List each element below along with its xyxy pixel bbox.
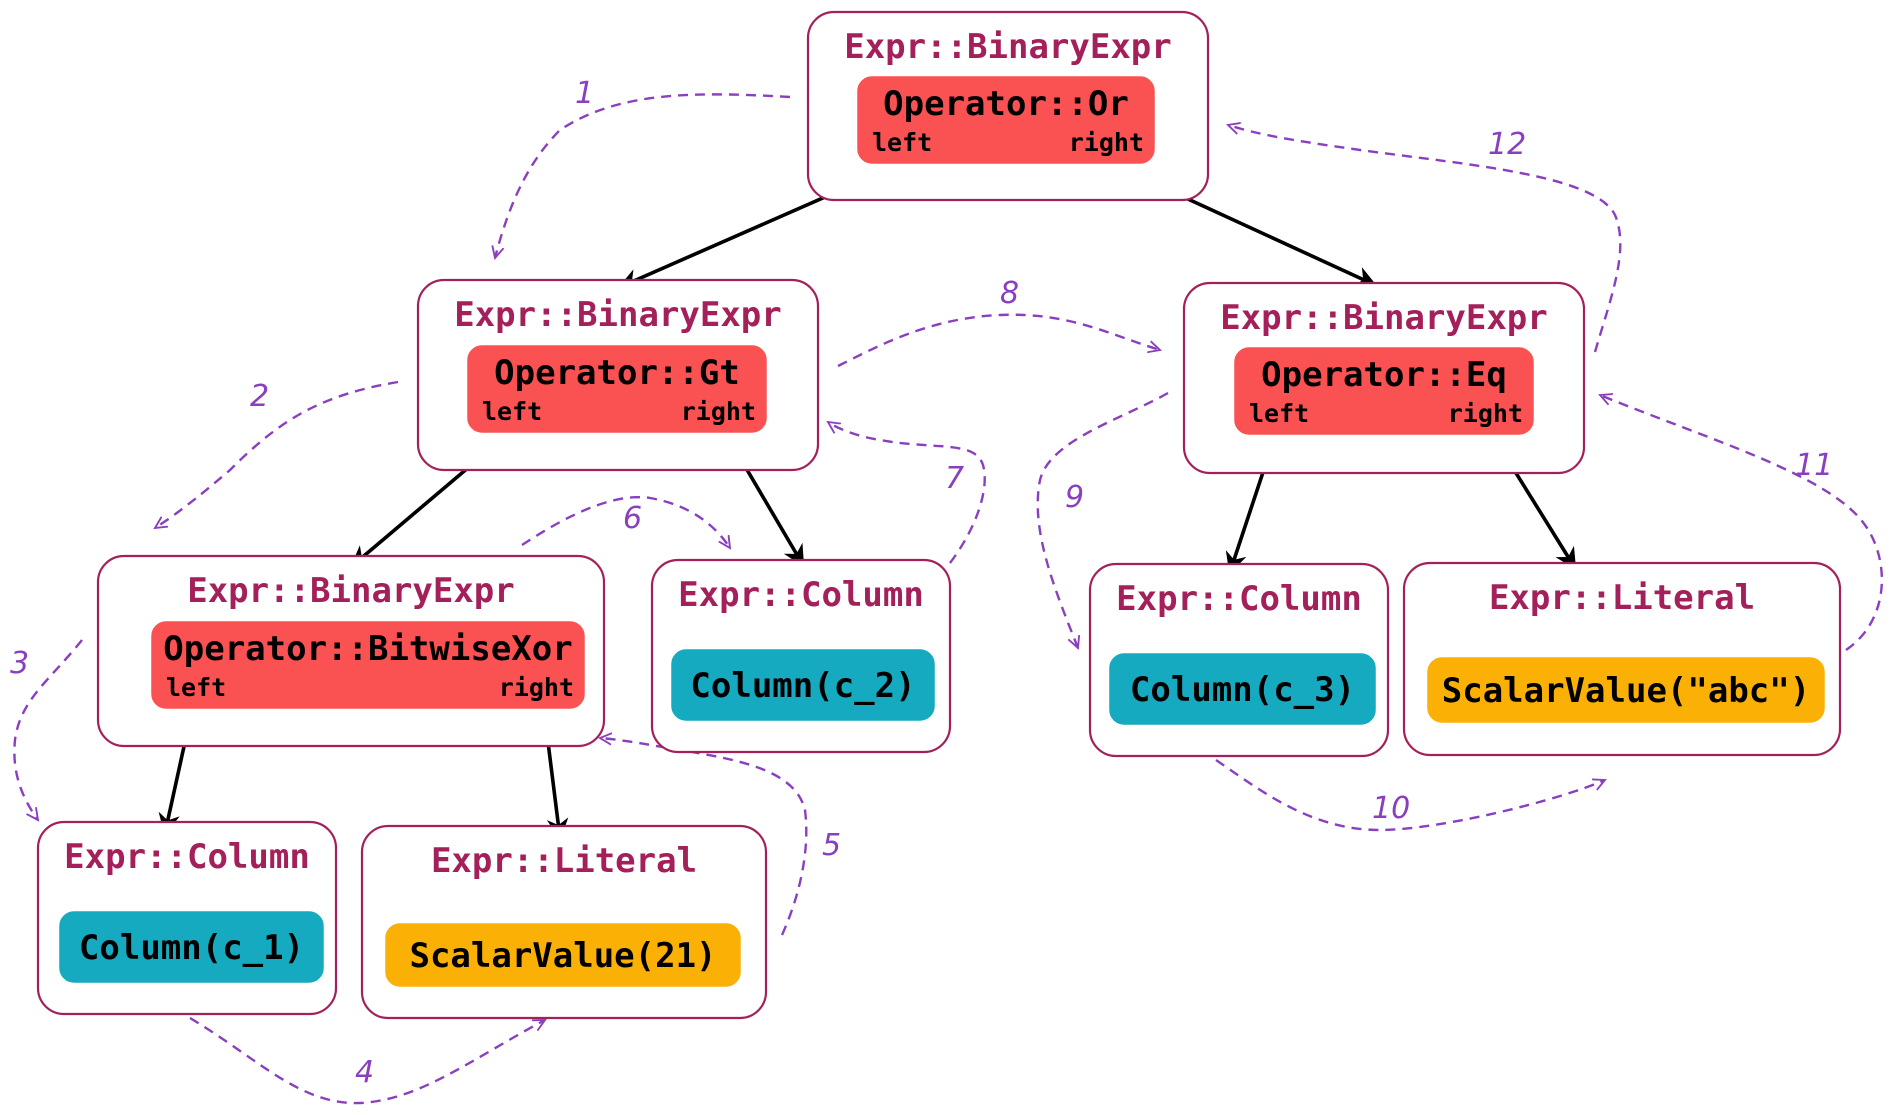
traversal-arrow-7 <box>828 422 986 564</box>
column-chip <box>59 911 324 983</box>
right-port-label: right <box>1448 399 1523 428</box>
column-value: Column(c_3) <box>1130 670 1355 710</box>
operator-label: Operator::Eq <box>1261 355 1507 395</box>
node-title: Expr::BinaryExpr <box>1220 298 1548 338</box>
operator-chip <box>1234 347 1534 435</box>
node-title: Expr::BinaryExpr <box>844 27 1172 67</box>
literal-chip <box>1427 657 1825 723</box>
node-title: Expr::BinaryExpr <box>187 571 515 611</box>
operator-label: Operator::Or <box>883 84 1129 124</box>
node-title: Expr::Literal <box>431 841 697 881</box>
right-port-label: right <box>499 673 574 702</box>
right-port-label: right <box>681 397 756 426</box>
node-title: Expr::Literal <box>1489 578 1755 618</box>
operator-chip <box>857 76 1155 164</box>
traversal-arrow-5 <box>600 738 808 936</box>
step-label-4: 4 <box>355 1055 374 1090</box>
step-label-9: 9 <box>1065 480 1084 515</box>
step-label-5: 5 <box>822 828 841 863</box>
left-port-label: left <box>482 397 542 426</box>
node-title: Expr::Column <box>1116 579 1362 619</box>
left-port-label: left <box>166 673 226 702</box>
step-label-1: 1 <box>575 76 594 111</box>
node-title: Expr::Column <box>678 575 924 615</box>
operator-chip <box>467 345 767 433</box>
traversal-arrow-4 <box>189 1016 545 1105</box>
node-title: Expr::Column <box>64 837 310 877</box>
column-chip <box>671 649 935 721</box>
node-title: Expr::BinaryExpr <box>454 295 782 335</box>
column-chip <box>1109 653 1376 725</box>
step-label-2: 2 <box>250 379 269 414</box>
step-label-7: 7 <box>945 461 964 496</box>
traversal-arrows <box>13 93 1883 1105</box>
operator-label: Operator::BitwiseXor <box>163 629 572 669</box>
traversal-arrow-8 <box>837 313 1160 368</box>
left-port-label: left <box>872 128 932 157</box>
step-label-6: 6 <box>623 501 642 536</box>
traversal-arrow-9 <box>1036 391 1169 648</box>
traversal-arrow-12 <box>1228 125 1622 353</box>
traversal-step-labels: 1 2 3 4 5 6 7 8 9 10 11 12 <box>10 76 1833 1090</box>
literal-value: ScalarValue("abc") <box>1442 671 1810 711</box>
left-port-label: left <box>1249 399 1309 428</box>
traversal-arrow-10 <box>1215 759 1605 832</box>
traversal-arrow-11 <box>1600 395 1883 651</box>
step-label-3: 3 <box>10 646 29 681</box>
column-value: Column(c_2) <box>690 666 915 706</box>
traversal-arrow-1 <box>495 93 791 258</box>
column-value: Column(c_1) <box>79 928 304 968</box>
literal-chip <box>385 923 741 987</box>
step-label-8: 8 <box>1000 276 1019 311</box>
operator-chip <box>151 621 585 709</box>
traversal-arrow-3 <box>13 639 83 820</box>
literal-value: ScalarValue(21) <box>409 936 716 976</box>
operator-label: Operator::Gt <box>494 353 740 393</box>
right-port-label: right <box>1069 128 1144 157</box>
traversal-arrow-6 <box>521 495 730 548</box>
step-label-10: 10 <box>1372 791 1410 826</box>
node-xor: Expr::BinaryExprOperator::BitwiseXorleft… <box>96 554 606 748</box>
traversal-arrow-2 <box>155 380 399 528</box>
step-label-12: 12 <box>1488 127 1526 162</box>
step-label-11: 11 <box>1795 448 1833 483</box>
